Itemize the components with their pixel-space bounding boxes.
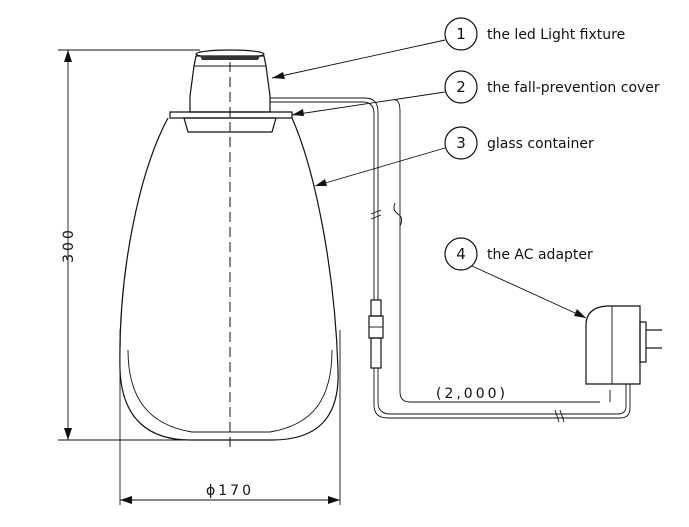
glass-container (119, 117, 339, 441)
fall-prevention-cover (169, 111, 293, 133)
power-cord (270, 97, 631, 423)
callout-3: 3 glass container (314, 126, 594, 187)
cord-length-label: (2,000) (436, 386, 508, 402)
cord-length-dimension: (2,000) (393, 99, 600, 403)
callout-3-label: glass container (487, 136, 594, 152)
diameter-label: ϕ170 (206, 483, 254, 499)
callout-3-number: 3 (456, 134, 466, 152)
callout-2-number: 2 (456, 78, 466, 96)
callout-2-label: the fall-prevention cover (487, 80, 660, 96)
diameter-dimension: ϕ170 (119, 330, 341, 505)
callout-4: 4 the AC adapter (444, 237, 593, 319)
callout-1: 1 the led Light fixture (271, 17, 625, 79)
ac-adapter (585, 305, 662, 385)
callout-2: 2 the fall-prevention cover (291, 70, 660, 116)
callout-1-label: the led Light fixture (487, 27, 625, 43)
height-dimension: 300 (58, 49, 200, 441)
callout-1-number: 1 (456, 25, 466, 43)
height-label: 300 (61, 227, 77, 263)
callout-4-label: the AC adapter (487, 247, 593, 263)
callout-4-number: 4 (456, 245, 466, 263)
